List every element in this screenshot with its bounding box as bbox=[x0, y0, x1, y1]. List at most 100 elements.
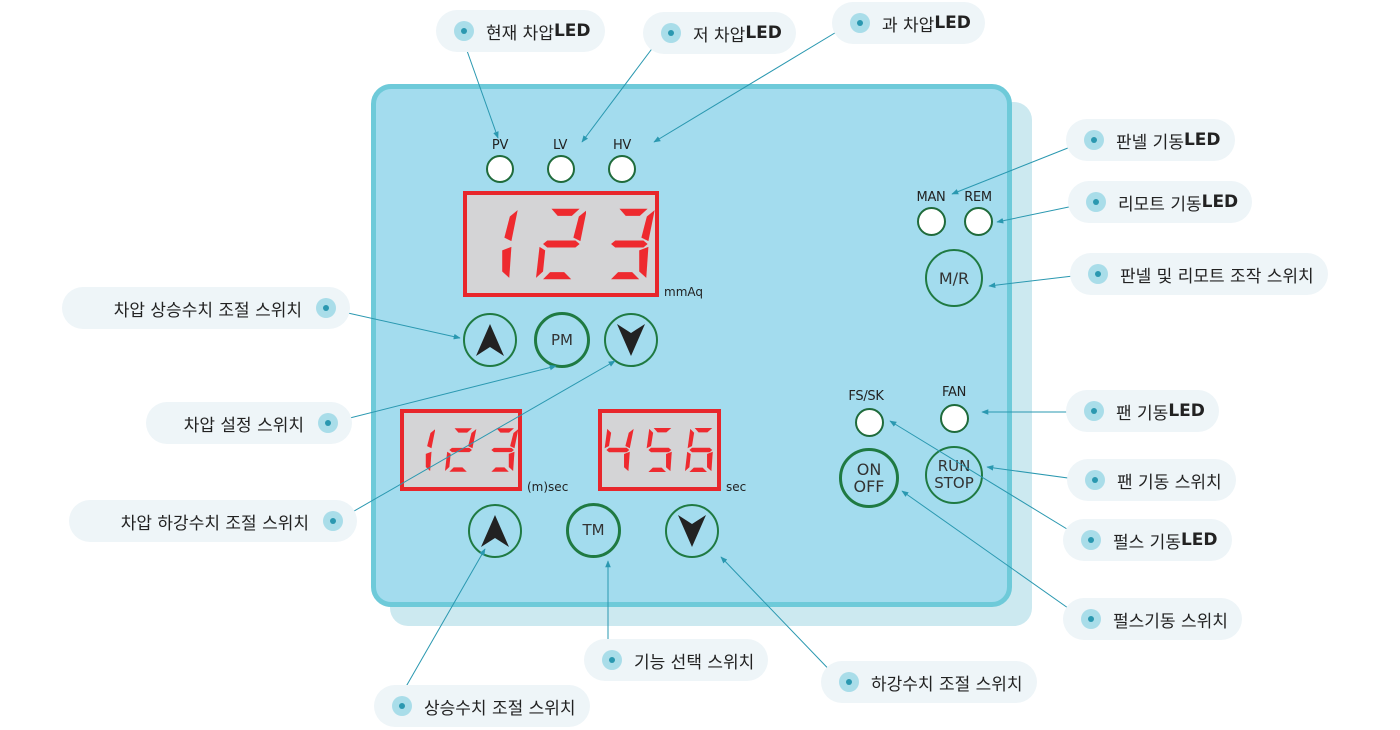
callout-fan-led: 팬 기동 LED bbox=[1066, 390, 1219, 432]
bullet-dot-icon bbox=[1088, 264, 1108, 284]
run-stop-label-stop: STOP bbox=[934, 474, 974, 492]
down-arrow-icon bbox=[678, 515, 706, 547]
pressure-unit: mmAq bbox=[664, 285, 703, 299]
callout-text: 판넬 기동 bbox=[1116, 132, 1184, 153]
callout-up-value-switch: 상승수치 조절 스위치 bbox=[374, 685, 590, 727]
bullet-dot-icon bbox=[316, 298, 336, 318]
seven-segment-digit bbox=[425, 429, 436, 471]
bullet-dot-icon bbox=[323, 511, 343, 531]
fs-sk-led-label: FS/SK bbox=[848, 389, 884, 404]
bullet-dot-icon bbox=[661, 23, 681, 43]
callout-text: 상승수치 조절 스위치 bbox=[424, 698, 576, 719]
pv-led-label: PV bbox=[491, 138, 509, 153]
mr-button[interactable]: M/R bbox=[925, 249, 983, 307]
mr-button-label: M/R bbox=[938, 268, 970, 288]
seven-segment-digit bbox=[611, 208, 656, 280]
callout-pressure-set-switch: 차압 설정 스위치 bbox=[146, 402, 352, 444]
callout-down-value-switch: 하강수치 조절 스위치 bbox=[821, 661, 1037, 703]
callout-text: 리모트 기동 bbox=[1118, 194, 1202, 215]
hv-led bbox=[608, 155, 636, 183]
callout-text: 판넬 및 리모트 조작 스위치 bbox=[1120, 266, 1314, 287]
lv-led-label: LV bbox=[552, 138, 568, 153]
callout-bold: LED bbox=[1183, 130, 1221, 150]
callout-bold: LED bbox=[1168, 401, 1205, 421]
rem-led-label: REM bbox=[964, 190, 992, 205]
callout-mr-switch: 판넬 및 리모트 조작 스위치 bbox=[1070, 253, 1328, 295]
bullet-dot-icon bbox=[1086, 192, 1106, 212]
on-off-label-on: ON bbox=[856, 460, 882, 479]
callout-text: 과 차압 bbox=[882, 15, 935, 36]
hv-led-label: HV bbox=[612, 138, 632, 153]
callout-text: 팬 기동 스위치 bbox=[1117, 472, 1222, 493]
seven-segment-digit bbox=[685, 427, 714, 473]
right-timer-unit: sec bbox=[726, 480, 747, 494]
fan-led bbox=[940, 404, 969, 433]
run-stop-button[interactable]: RUN STOP bbox=[925, 446, 983, 504]
down-arrow-icon bbox=[617, 324, 645, 356]
pressure-down-button[interactable] bbox=[604, 313, 658, 367]
up-arrow-icon bbox=[481, 515, 509, 547]
tm-button[interactable]: TM bbox=[566, 503, 621, 558]
pv-led bbox=[486, 155, 514, 183]
man-led-label: MAN bbox=[916, 190, 946, 205]
seven-segment-digit bbox=[491, 428, 518, 472]
callout-text: 차압 하강수치 조절 스위치 bbox=[120, 513, 309, 534]
callout-function-select-switch: 기능 선택 스위치 bbox=[584, 639, 769, 681]
pm-button[interactable]: PM bbox=[534, 312, 590, 368]
callout-text: 기능 선택 스위치 bbox=[634, 652, 755, 673]
callout-man-led: 판넬 기동 LED bbox=[1066, 119, 1235, 161]
seven-segment-digit bbox=[535, 208, 587, 280]
bullet-dot-icon bbox=[1084, 401, 1104, 421]
callout-bold: LED bbox=[553, 21, 591, 41]
callout-bold: LED bbox=[745, 23, 782, 43]
timer-down-button[interactable] bbox=[665, 504, 719, 558]
callout-bold: LED bbox=[1180, 530, 1218, 550]
tm-button-label: TM bbox=[582, 521, 605, 539]
callout-lv-led: 저 차압 LED bbox=[643, 12, 796, 54]
bullet-dot-icon bbox=[1081, 609, 1101, 629]
seven-segment-digit bbox=[646, 427, 672, 473]
on-off-button[interactable]: ON OFF bbox=[839, 448, 899, 508]
bullet-dot-icon bbox=[1085, 470, 1105, 490]
right-timer-display bbox=[598, 409, 721, 491]
callout-text: 저 차압 bbox=[693, 25, 746, 46]
lv-led bbox=[547, 155, 575, 183]
callout-rem-led: 리모트 기동 LED bbox=[1068, 181, 1253, 223]
timer-up-button[interactable] bbox=[468, 504, 522, 558]
callout-pulse-switch: 펄스기동 스위치 bbox=[1063, 598, 1242, 640]
callout-text: 차압 설정 스위치 bbox=[183, 415, 304, 436]
bullet-dot-icon bbox=[850, 13, 870, 33]
pm-button-label: PM bbox=[551, 330, 573, 349]
bullet-dot-icon bbox=[454, 21, 474, 41]
callout-pressure-down-switch: 차압 하강수치 조절 스위치 bbox=[69, 500, 357, 542]
bullet-dot-icon bbox=[1084, 130, 1104, 150]
bullet-dot-icon bbox=[1081, 530, 1101, 550]
callout-pressure-up-switch: 차압 상승수치 조절 스위치 bbox=[62, 287, 350, 329]
left-timer-unit: (m)sec bbox=[527, 480, 569, 494]
pressure-display bbox=[463, 191, 659, 297]
callout-hv-led: 과 차압 LED bbox=[832, 2, 985, 44]
rem-led bbox=[964, 207, 993, 236]
man-led bbox=[917, 207, 946, 236]
up-arrow-icon bbox=[476, 324, 504, 356]
seven-segment-digit bbox=[445, 428, 477, 472]
callout-text: 팬 기동 bbox=[1116, 403, 1169, 424]
callout-bold: LED bbox=[934, 13, 971, 33]
pressure-up-button[interactable] bbox=[463, 313, 517, 367]
bullet-dot-icon bbox=[602, 650, 622, 670]
run-stop-label-run: RUN bbox=[937, 457, 971, 475]
bullet-dot-icon bbox=[392, 696, 412, 716]
callout-text: 현재 차압 bbox=[486, 23, 554, 44]
callout-text: 하강수치 조절 스위치 bbox=[871, 674, 1023, 695]
fs-sk-led bbox=[855, 408, 884, 437]
seven-segment-digit bbox=[604, 428, 634, 472]
callout-bold: LED bbox=[1201, 192, 1239, 212]
callout-text: 차압 상승수치 조절 스위치 bbox=[113, 300, 302, 321]
callout-pv-led: 현재 차압 LED bbox=[436, 10, 605, 52]
callout-pulse-led: 펄스 기동 LED bbox=[1063, 519, 1232, 561]
left-timer-display bbox=[400, 409, 522, 491]
fan-led-label: FAN bbox=[941, 385, 967, 400]
bullet-dot-icon bbox=[318, 413, 338, 433]
seven-segment-digit bbox=[502, 210, 518, 278]
on-off-label-off: OFF bbox=[853, 477, 885, 496]
